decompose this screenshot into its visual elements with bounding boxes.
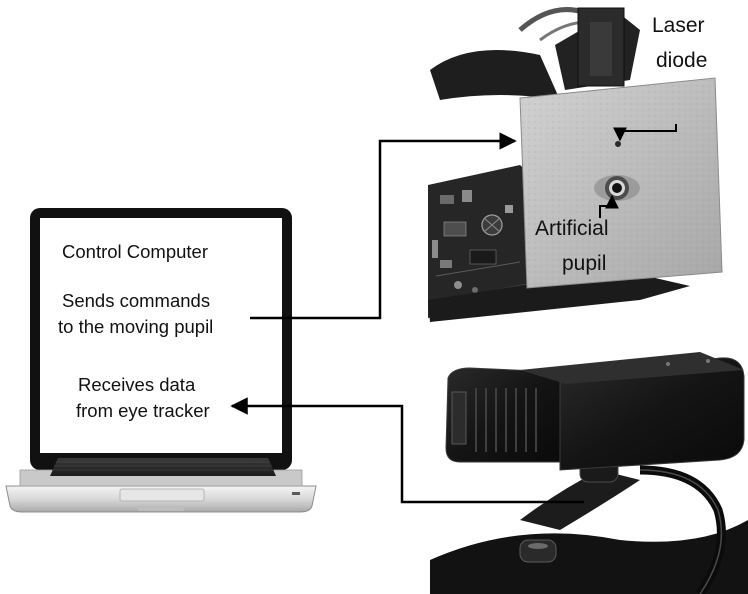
- board-components: [432, 190, 529, 301]
- laptop: Control Computer Sends commands to the m…: [5, 208, 317, 513]
- artificial-pupil-label-line1: Artificial: [535, 217, 609, 240]
- tracker-mount-arm: [520, 470, 640, 530]
- mount-slot: [590, 22, 612, 76]
- laptop-indicator-light: [292, 492, 300, 495]
- camera-fins: [475, 388, 537, 452]
- send-commands-arrow: [250, 132, 517, 320]
- laptop-keyboard: [50, 458, 276, 476]
- screen-recv-line1: Receives data: [78, 374, 196, 395]
- pupil-center: [612, 183, 622, 193]
- camera-body-right: [559, 357, 745, 471]
- laptop-notch: [138, 506, 184, 511]
- screen-send-line1: Sends commands: [62, 290, 210, 311]
- tracker-mount-base: [430, 520, 748, 594]
- laser-diode-label-line1: Laser: [652, 14, 705, 37]
- screen-send-line2: to the moving pupil: [58, 316, 213, 337]
- laser-pointer-arrow: [613, 124, 677, 142]
- camera-screw-2: [706, 359, 710, 363]
- receive-data-arrow: [230, 397, 584, 504]
- moving-pupil-photo: Laser diode Artificial pupil: [428, 7, 723, 322]
- screen-recv-line2: from eye tracker: [76, 400, 210, 421]
- camera-label-plate: [451, 391, 467, 445]
- tracker-cable-highlight: [639, 469, 723, 594]
- pupil-pointer-arrow: [599, 194, 619, 218]
- knob-highlight: [528, 543, 548, 549]
- base-shadow: [428, 270, 690, 322]
- eye-tracker-photo: [430, 352, 748, 594]
- artificial-pupil-label-line2: pupil: [562, 252, 606, 275]
- camera-top-face: [520, 352, 744, 384]
- laptop-trackpad: [119, 488, 205, 502]
- laser-diode-hole: [615, 141, 621, 147]
- screen-title: Control Computer: [62, 241, 208, 262]
- keyboard-keys: [52, 461, 274, 471]
- laser-diode-label-line2: diode: [656, 49, 707, 72]
- camera-screw-1: [666, 362, 670, 366]
- cable-bundle: [430, 50, 560, 100]
